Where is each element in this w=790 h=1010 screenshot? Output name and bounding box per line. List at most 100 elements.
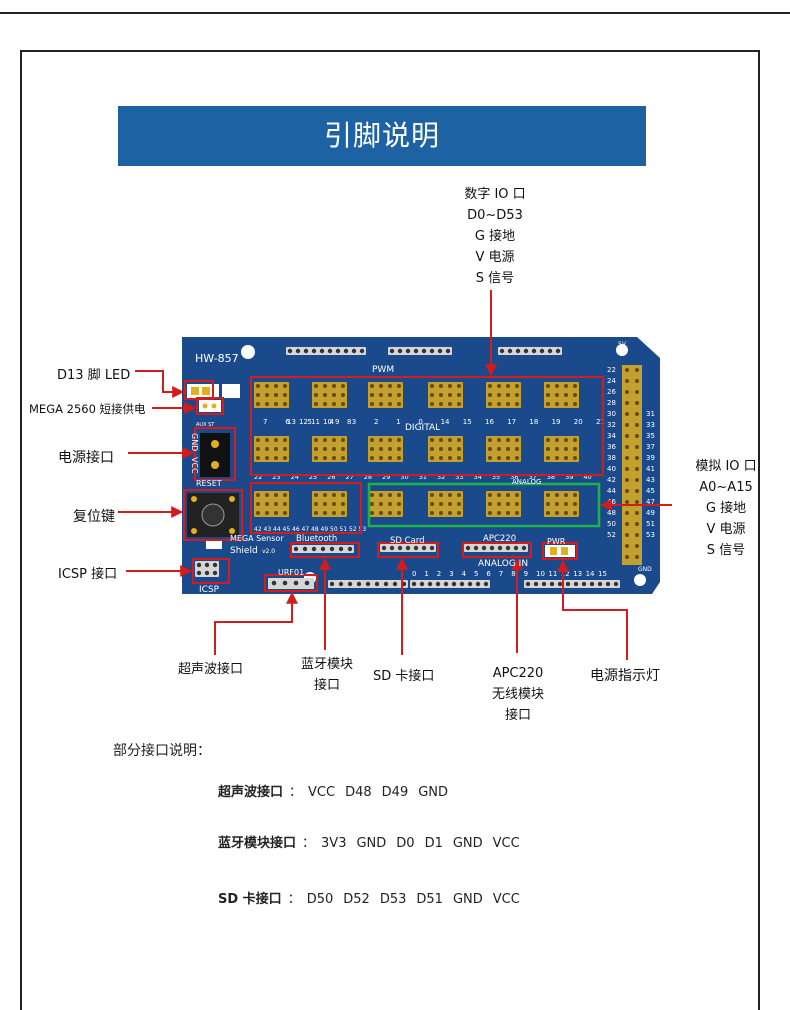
label-bluetooth-line1: 蓝牙模块 [300,657,353,672]
pin-hole [256,402,260,406]
digital-pin-number: 42 [254,526,262,533]
digital-pin-number: 29 [382,473,390,481]
pin-hole [274,393,278,397]
analog-io-note: 模拟 IO 口 A0~A15 G 接地 V 电源 S 信号 [676,456,776,561]
digital-pin-number: 1 [396,418,400,426]
pin-hole [265,402,269,406]
pin-hole [457,384,461,388]
right-pin-number: 41 [646,465,655,473]
digital-pin-number: 53 [359,526,367,533]
pin-hole [256,493,260,497]
pin-hole [635,478,639,482]
pin-hole [499,348,505,354]
header-block [254,382,289,408]
pin-hole [323,402,327,406]
pin-hole [564,438,568,442]
pin-hole [625,401,629,405]
pin-hole [379,393,383,397]
note-signal: D0 [396,836,415,851]
pin-hole [625,555,629,559]
right-pin-number: 53 [646,531,655,539]
pin-hole [573,581,579,587]
pin-hole [397,402,401,406]
pin-hole [448,502,452,506]
pin-hole [388,402,392,406]
digital-pin-number: 28 [364,473,372,481]
note-bluetooth-name: 蓝牙模块接口 [218,836,297,851]
pin-hole [392,581,398,587]
pin-hole [265,393,269,397]
pin-hole [483,581,489,587]
board-silkscreen: 2224262830323436384042444648505231333537… [254,366,655,578]
pin-hole [314,511,318,515]
pin-hole [430,502,434,506]
digital-pin-number: 3 [352,418,356,426]
led-pad [222,384,240,398]
pin-hole [457,447,461,451]
pin-hole [635,456,639,460]
digital-note-2: G 接地 [474,229,516,244]
pin-hole [488,502,492,506]
pin-hole [383,581,389,587]
pin-hole [256,393,260,397]
pin-hole [507,348,513,354]
pin-hole [555,393,559,397]
pin-hole [293,580,299,586]
pin-hole [430,393,434,397]
pin-hole [635,368,639,372]
pin-hole [439,493,443,497]
pin-hole [555,402,559,406]
pin-hole [573,402,577,406]
reset-leg [229,528,235,534]
pin-hole [341,502,345,506]
digital-pin-number: 16 [485,418,494,426]
pin-hole [256,438,260,442]
digital-pin-number: 26 [327,473,335,481]
pin-hole [555,348,561,354]
analog-pin-number: 10 [536,570,545,578]
digital-pin-number: 14 [441,418,450,426]
pin-hole [335,348,341,354]
pin-hole [389,545,395,551]
pin-hole [381,545,387,551]
pin-hole [467,581,473,587]
pin-hole [332,511,336,515]
pin-hole [515,393,519,397]
pin-hole [497,545,503,551]
pin-hole [488,511,492,515]
pin-hole [448,402,452,406]
pin-hole [439,447,443,451]
pin-hole [488,402,492,406]
sd-highlight [377,542,439,558]
icsp-highlight [192,558,230,584]
analog-note-1: A0~A15 [699,480,753,495]
header-block [544,491,579,517]
analog-pin-number: 7 [499,570,503,578]
pin-hole [303,348,309,354]
note-signal: D50 [306,892,334,907]
note-signal: 3V3 [321,836,347,851]
pin-hole [283,384,287,388]
pin-hole [314,438,318,442]
pin-hole [429,545,435,551]
pin-hole [314,502,318,506]
pin-hole [430,402,434,406]
pin-hole [370,502,374,506]
right-pin-number: 49 [646,509,655,517]
digital-pin-number: 37 [529,473,537,481]
reset-cap [201,503,225,527]
label-bluetooth-line2: 接口 [313,678,340,693]
analog-note-4: S 信号 [706,543,746,558]
digital-pin-number: 25 [309,473,317,481]
pin-hole [332,447,336,451]
pin-hole [323,393,327,397]
pin-hole [283,438,287,442]
header-block [368,382,403,408]
pin-hole [625,522,629,526]
terminal-screw [211,461,219,469]
analog-pin-number: 6 [486,570,491,578]
pin-hole [625,500,629,504]
pin-hole [314,384,318,388]
digital-note-3: V 电源 [475,250,515,265]
pin-hole [625,511,629,515]
